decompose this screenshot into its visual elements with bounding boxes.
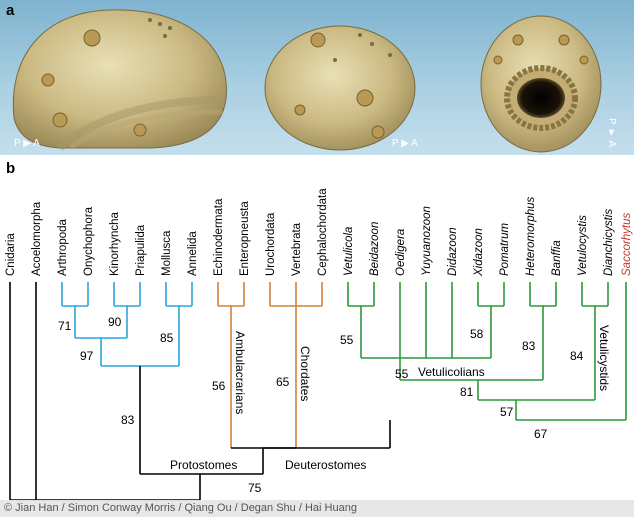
specimen-illustrations [12, 9, 602, 153]
taxon-label: Echinodermata [213, 198, 225, 276]
support-value: 56 [212, 379, 226, 393]
support-value: 71 [58, 319, 72, 333]
taxon-label: Vetulicola [343, 227, 355, 276]
specimen-dorsal-view [264, 25, 416, 151]
taxon-label: Kinorhyncha [109, 211, 121, 276]
taxon-label: Oedigera [395, 229, 407, 276]
specimen-panel: a [0, 0, 634, 155]
support-value: 58 [470, 327, 484, 341]
taxon-label: Xidazoon [473, 228, 485, 277]
taxon-label: Urochordata [265, 212, 277, 276]
specimen-lateral-view [12, 9, 227, 151]
clade-label-deuterostomes: Deuterostomes [285, 458, 366, 472]
taxon-label: Didazoon [447, 227, 459, 276]
support-value: 55 [395, 367, 409, 381]
support-value: 81 [460, 385, 474, 399]
clade-label-vetulicolians: Vetulicolians [418, 365, 485, 379]
taxon-label: Dianchicystis [603, 209, 615, 276]
clade-label-chordates: Chordates [298, 346, 312, 401]
taxon-label: Yuyuanozoon [421, 206, 433, 276]
taxon-label: Pomatrum [499, 223, 511, 276]
taxon-label: Cephalochordata [317, 188, 329, 276]
specimen-frontal-view [480, 15, 602, 153]
clade-label-vetulicystids: Vetulicystids [597, 325, 611, 391]
panel-a-letter: a [6, 2, 15, 19]
taxon-label: Cnidaria [5, 233, 17, 276]
support-value: 75 [248, 481, 262, 495]
clade-label-ambulacrarians: Ambulacrarians [233, 331, 247, 414]
support-value: 57 [500, 405, 514, 419]
support-value: 55 [340, 333, 354, 347]
support-value: 83 [121, 413, 135, 427]
support-value: 84 [570, 349, 584, 363]
taxon-label: Annelida [187, 231, 199, 276]
taxon-label: Priapulida [135, 224, 147, 276]
orientation-label-1: P ▶ A [14, 138, 40, 149]
support-value: 90 [108, 315, 122, 329]
taxon-label: Vertebrata [291, 222, 303, 276]
clade-label-protostomes: Protostomes [170, 458, 237, 472]
taxon-label: Mollusca [161, 230, 173, 276]
taxon-label: Banffia [551, 240, 563, 276]
support-value: 67 [534, 427, 548, 441]
taxon-label: Beidazoon [369, 222, 381, 276]
support-value: 83 [522, 339, 536, 353]
taxon-label: Saccorhytus [621, 212, 633, 276]
taxon-label: Heteromorphus [525, 196, 537, 276]
panel-b-letter: b [6, 160, 16, 177]
taxon-label: Onychophora [83, 206, 95, 276]
photo-credit: © Jian Han / Simon Conway Morris / Qiang… [0, 500, 634, 517]
orientation-label-2: P ▶ A [392, 138, 418, 149]
taxon-label: Acoelomorpha [31, 201, 43, 276]
orientation-label-3: P ▼ A [606, 118, 617, 148]
taxon-label: Enteropneusta [239, 201, 251, 276]
taxon-label: Arthropoda [57, 218, 69, 276]
support-value: 65 [276, 375, 290, 389]
support-value: 85 [160, 331, 174, 345]
support-value: 97 [80, 349, 94, 363]
taxon-label: Vetulocystis [577, 215, 589, 276]
